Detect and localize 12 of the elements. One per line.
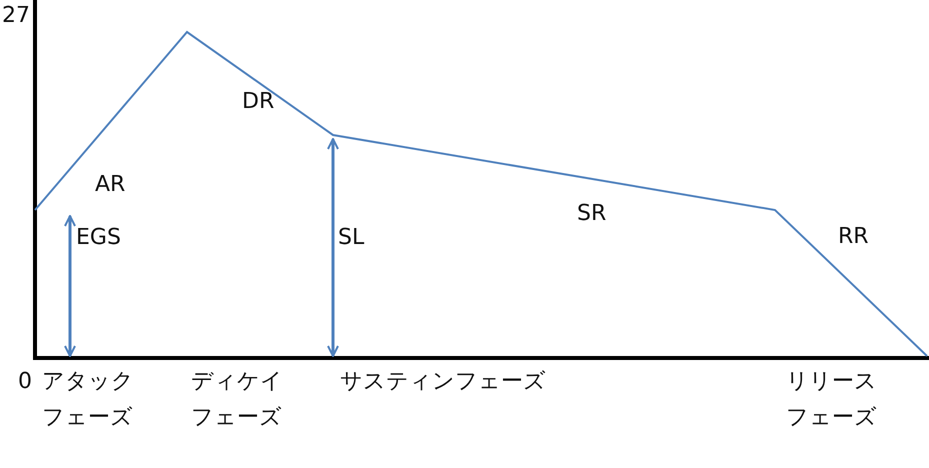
phase-label: サスティンフェーズ [340, 368, 546, 396]
text-label: DR [242, 88, 274, 116]
phase-label: アタックフェーズ [42, 368, 134, 432]
axis-label: 27 [2, 2, 30, 30]
axis-label: 0 [18, 368, 32, 396]
phase-label: ディケイフェーズ [191, 368, 283, 432]
text-label: EGS [76, 224, 121, 252]
text-label: SL [338, 224, 364, 252]
text-label: AR [95, 171, 126, 199]
phase-label: リリースフェーズ [786, 368, 878, 432]
text-label: RR [838, 223, 869, 251]
text-label: SR [577, 200, 606, 228]
